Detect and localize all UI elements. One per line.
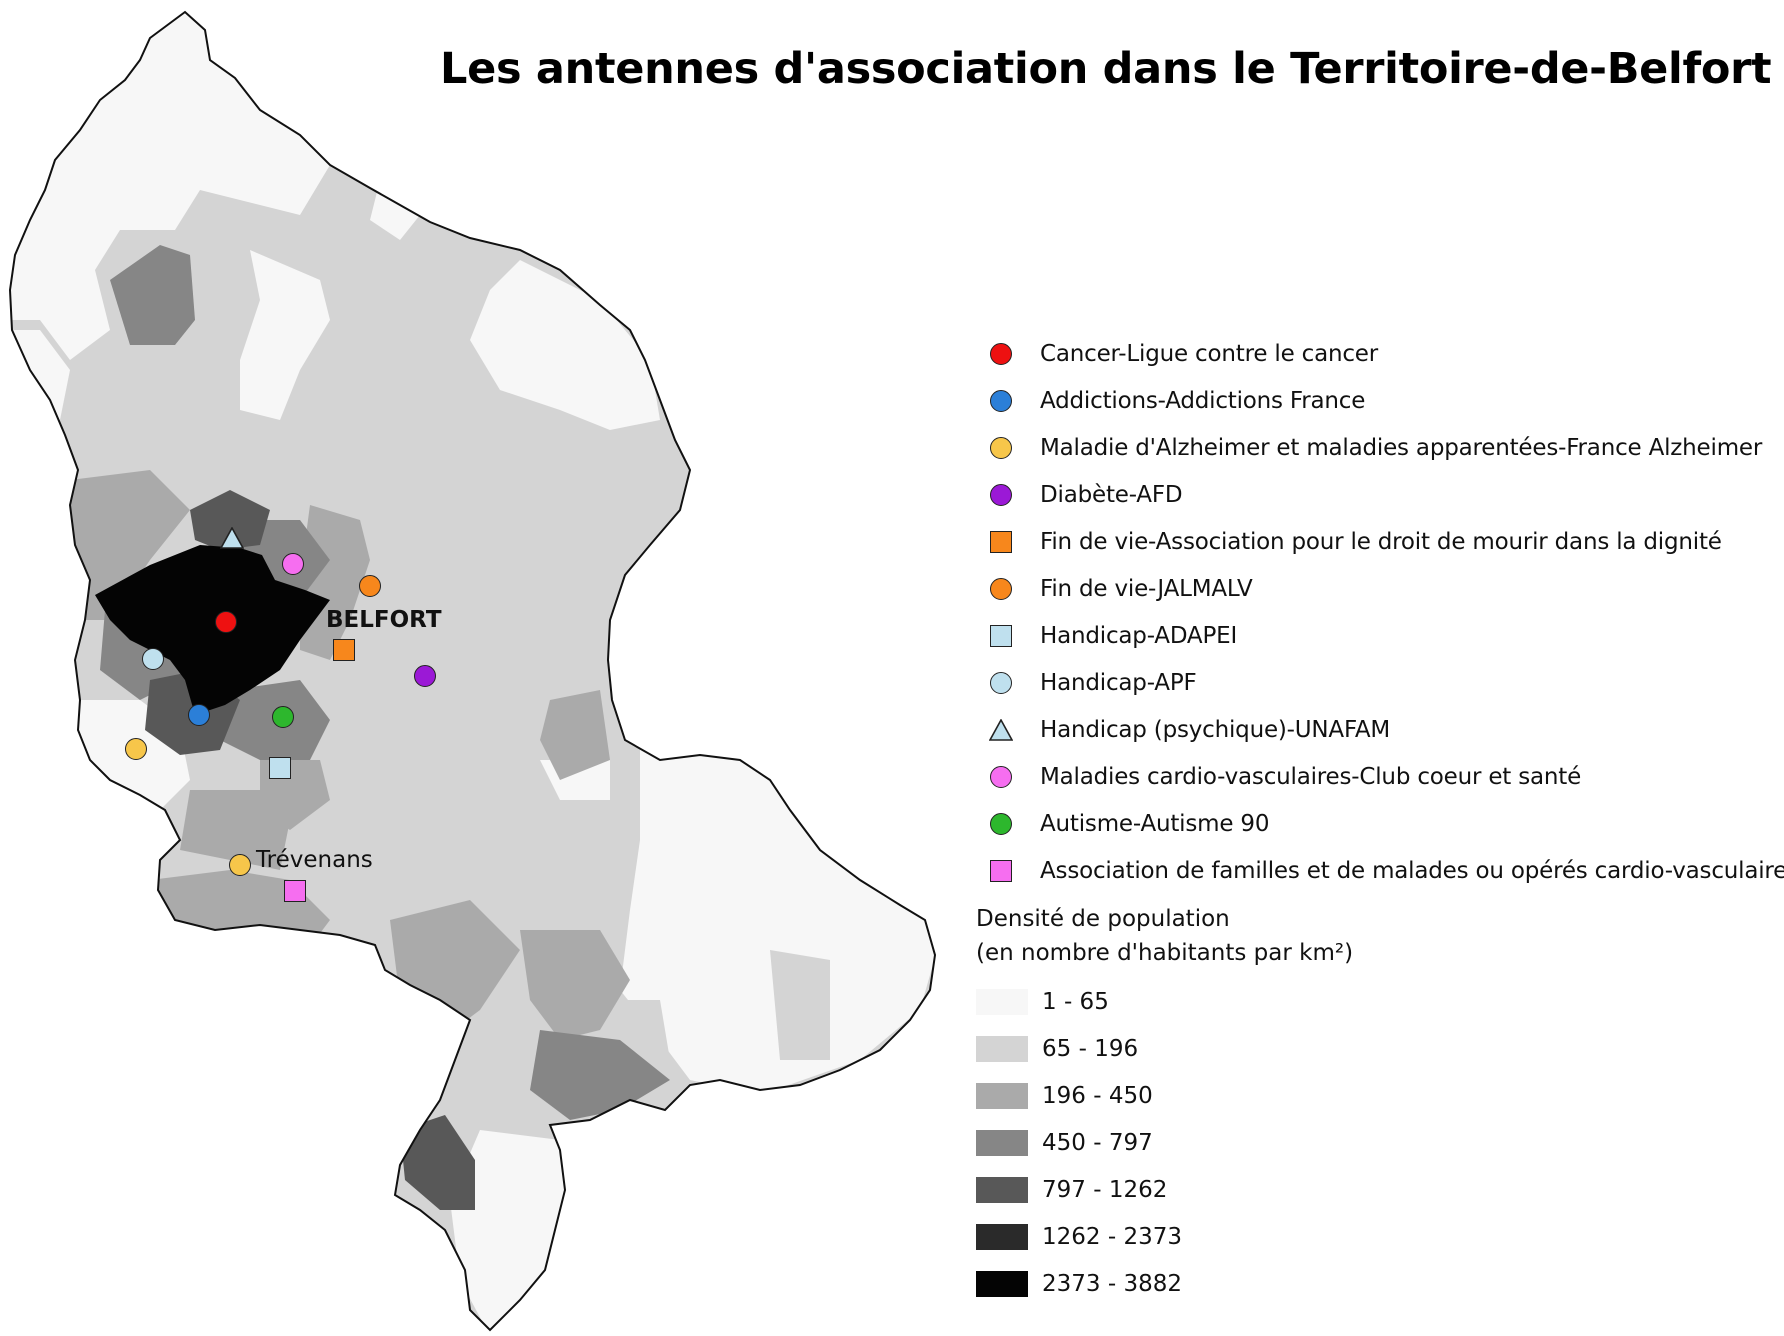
legend-label: Fin de vie-Association pour le droit de … <box>1040 528 1722 555</box>
yellow-circle-icon <box>990 436 1012 459</box>
marker-jalmalv[interactable] <box>359 575 381 597</box>
legend-label: Association de familles et de malades ou… <box>1040 857 1784 884</box>
town-label-belfort: BELFORT <box>326 607 442 633</box>
density-title-line: Densité de population <box>976 906 1230 932</box>
density-label: 450 - 797 <box>1042 1129 1153 1156</box>
legend-item: Cancer-Ligue contre le cancer <box>972 330 1772 377</box>
poi-layer: BELFORT Trévenans <box>125 527 442 902</box>
marker-familles-cardio[interactable] <box>284 880 306 902</box>
marker-alzheimer-west[interactable] <box>125 738 147 760</box>
density-swatch <box>976 1176 1028 1203</box>
density-class: 1 - 65 <box>976 978 1536 1025</box>
marker-admd[interactable] <box>333 639 355 661</box>
legend-item: Diabète-AFD <box>972 471 1772 518</box>
density-class: 65 - 196 <box>976 1025 1536 1072</box>
marker-autisme[interactable] <box>272 706 294 728</box>
density-zone <box>400 1115 475 1210</box>
marker-diabete[interactable] <box>414 665 436 687</box>
purple-circle-icon <box>990 483 1012 506</box>
density-swatch <box>976 1270 1028 1297</box>
legend-label: Maladies cardio-vasculaires-Club coeur e… <box>1040 763 1582 790</box>
legend-label: Diabète-AFD <box>1040 481 1183 508</box>
marker-adapei[interactable] <box>269 757 291 779</box>
legend-label: Handicap-APF <box>1040 669 1197 696</box>
light-blue-triangle-icon <box>989 718 1013 741</box>
density-swatch <box>976 1082 1028 1109</box>
department-boundary <box>8 10 937 1332</box>
density-zone <box>95 545 330 715</box>
pink-circle-icon <box>990 765 1012 788</box>
light-blue-square-icon <box>990 624 1012 647</box>
density-class: 797 - 1262 <box>976 1166 1536 1213</box>
orange-circle-icon <box>990 577 1012 600</box>
density-title-line: (en nombre d'habitants par km²) <box>976 940 1354 966</box>
legend-item: Autisme-Autisme 90 <box>972 800 1772 847</box>
marker-apf[interactable] <box>142 648 164 670</box>
density-zone <box>770 950 830 1060</box>
marker-addictions[interactable] <box>188 704 210 726</box>
density-zone <box>620 740 935 1095</box>
legend-label: Addictions-Addictions France <box>1040 387 1366 414</box>
density-label: 196 - 450 <box>1042 1082 1153 1109</box>
density-swatch <box>976 1129 1028 1156</box>
legend-item: Addictions-Addictions France <box>972 377 1772 424</box>
density-class: 2373 - 3882 <box>976 1260 1536 1307</box>
light-blue-circle-icon <box>990 671 1012 694</box>
green-circle-icon <box>990 812 1012 835</box>
triangle-icon <box>220 527 244 549</box>
density-zone <box>190 490 270 550</box>
legend-label: Handicap (psychique)-UNAFAM <box>1040 716 1391 743</box>
legend-label: Handicap-ADAPEI <box>1040 622 1238 649</box>
density-zone <box>110 245 195 345</box>
density-label: 1262 - 2373 <box>1042 1223 1182 1250</box>
density-zone <box>470 260 660 430</box>
density-class: 450 - 797 <box>976 1119 1536 1166</box>
legend-item: Fin de vie-Association pour le droit de … <box>972 518 1772 565</box>
legend-label: Cancer-Ligue contre le cancer <box>1040 340 1378 367</box>
marker-cancer[interactable] <box>215 611 237 633</box>
density-swatch <box>976 1035 1028 1062</box>
density-zone <box>70 470 190 620</box>
legend-item: Maladies cardio-vasculaires-Club coeur e… <box>972 753 1772 800</box>
marker-club-coeur[interactable] <box>282 553 304 575</box>
density-class: 196 - 450 <box>976 1072 1536 1119</box>
legend-item: Association de familles et de malades ou… <box>972 847 1784 894</box>
map-area: BELFORT Trévenans <box>8 10 937 1332</box>
legend-item: Fin de vie-JALMALV <box>972 565 1772 612</box>
density-class: 1262 - 2373 <box>976 1213 1536 1260</box>
legend-label: Maladie d'Alzheimer et maladies apparent… <box>1040 434 1763 461</box>
legend-label: Fin de vie-JALMALV <box>1040 575 1253 602</box>
pink-square-icon <box>990 859 1012 882</box>
legend-label: Autisme-Autisme 90 <box>1040 810 1270 837</box>
density-label: 1 - 65 <box>1042 988 1109 1015</box>
legend-item: Handicap-APF <box>972 659 1772 706</box>
density-swatch <box>976 988 1028 1015</box>
legend-item: Handicap-ADAPEI <box>972 612 1772 659</box>
map-title: Les antennes d'association dans le Terri… <box>440 44 1772 94</box>
marker-alzheimer-trevenans[interactable] <box>229 854 251 876</box>
red-circle-icon <box>990 342 1012 365</box>
density-legend: Densité de population (en nombre d'habit… <box>976 902 1536 1307</box>
density-zone <box>530 1030 670 1120</box>
legend-item: Maladie d'Alzheimer et maladies apparent… <box>972 424 1772 471</box>
density-zone <box>540 690 610 780</box>
legend-item: Handicap (psychique)-UNAFAM <box>972 706 1772 753</box>
density-zone <box>240 250 330 420</box>
density-swatch <box>976 1223 1028 1250</box>
density-label: 797 - 1262 <box>1042 1176 1168 1203</box>
town-label-trevenans: Trévenans <box>256 847 373 873</box>
association-legend: Cancer-Ligue contre le cancer Addictions… <box>972 330 1784 894</box>
density-legend-title: Densité de population (en nombre d'habit… <box>976 902 1536 970</box>
blue-circle-icon <box>990 389 1012 412</box>
choropleth-map <box>8 10 937 1332</box>
orange-square-icon <box>990 530 1012 553</box>
density-zone <box>520 930 630 1040</box>
density-label: 65 - 196 <box>1042 1035 1139 1062</box>
density-label: 2373 - 3882 <box>1042 1270 1182 1297</box>
